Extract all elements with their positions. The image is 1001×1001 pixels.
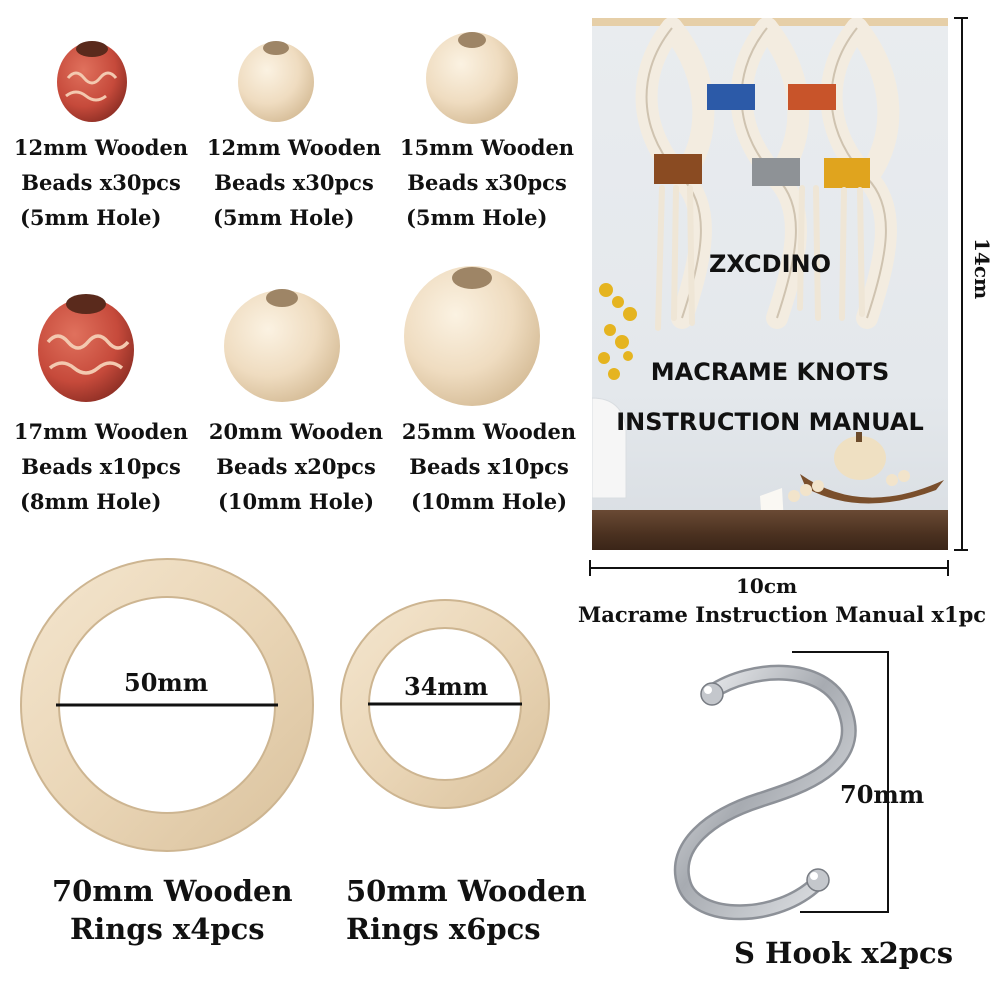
- s-hook: [673, 651, 889, 921]
- s-hook-caption: S Hook x2pcs: [734, 936, 954, 970]
- macrame-manual-cover: ZXCDINO MACRAME KNOTS INSTRUCTION MANUAL: [592, 18, 948, 550]
- red-bead-12mm: [57, 41, 127, 122]
- manual-caption: Macrame Instruction Manual x1pc: [578, 602, 987, 627]
- macrame-wall-hanging-illustration: [592, 18, 948, 518]
- manual-width-label: 10cm: [736, 574, 798, 598]
- manual-height-dimension-line: [954, 17, 968, 551]
- ring-50mm-label: 50mm Wooden Rings x6pcs: [346, 874, 587, 946]
- red-bead-17mm: [38, 294, 134, 402]
- natural-bead-25mm: [404, 266, 540, 406]
- manual-width-dimension-line: [589, 560, 949, 576]
- wooden-table-surface: [592, 510, 948, 550]
- ring-50mm-diameter-label: 34mm: [404, 672, 489, 701]
- manual-height-label: 14cm: [970, 238, 994, 300]
- s-hook-size-label: 70mm: [840, 780, 925, 809]
- manual-title-line1: MACRAME KNOTS: [650, 358, 890, 386]
- manual-brand: ZXCDINO: [708, 250, 831, 278]
- natural-bead-15mm: [426, 32, 518, 124]
- wooden-ring-70mm: [20, 558, 314, 852]
- ring-70mm-diameter-label: 50mm: [124, 668, 209, 697]
- wooden-ring-50mm: [340, 599, 550, 809]
- manual-title-line2: INSTRUCTION MANUAL: [616, 408, 924, 436]
- natural-bead-20mm: [224, 289, 340, 402]
- natural-bead-12mm: [238, 41, 314, 122]
- ring-70mm-label: 70mm Wooden Rings x4pcs: [52, 874, 293, 946]
